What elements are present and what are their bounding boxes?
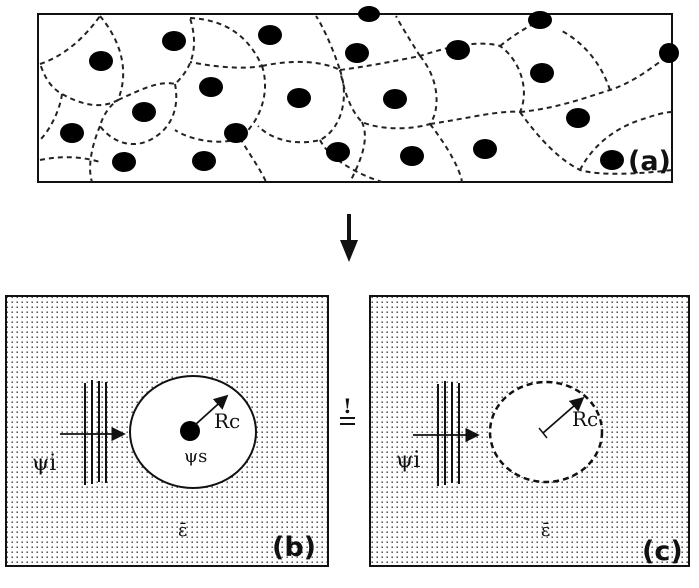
scattered-wave-label: ψs	[184, 446, 207, 467]
nucleus	[192, 151, 216, 171]
nucleus	[199, 77, 223, 97]
equivalence-mark: !	[343, 394, 352, 418]
nucleus	[383, 89, 407, 109]
scatterer-nucleus	[180, 421, 200, 441]
nucleus	[473, 139, 497, 159]
nucleus	[659, 43, 679, 63]
nucleus	[326, 142, 350, 162]
panel-c: ψi Rc ε̄ (c)	[369, 295, 690, 567]
radius-label: Rc	[214, 409, 240, 433]
down-arrow-icon	[340, 214, 358, 262]
effective-medium-label: ε̄	[178, 520, 187, 541]
radius-arrow	[194, 394, 229, 426]
effective-scatterer-boundary	[488, 380, 604, 484]
panel-b: ψi Rc ψs ε̄ (b)	[5, 295, 329, 567]
nucleus	[345, 43, 369, 63]
radius-arrow	[542, 396, 585, 434]
panel-b-label: (b)	[272, 532, 316, 563]
nucleus	[287, 88, 311, 108]
nucleus	[528, 11, 552, 29]
panel-a-frame	[37, 13, 673, 183]
equivalence-sign: !	[340, 394, 355, 425]
nucleus	[446, 40, 470, 60]
incident-wave-label: ψi	[396, 448, 420, 473]
panel-a: (a)	[37, 6, 679, 183]
incident-wave-label: ψi	[32, 451, 56, 476]
nucleus	[600, 150, 624, 170]
nucleus	[258, 25, 282, 45]
nucleus	[162, 31, 186, 51]
cell-boundaries	[39, 15, 673, 183]
nucleus	[400, 146, 424, 166]
incident-wavefronts	[84, 380, 107, 485]
nucleus	[530, 63, 554, 83]
nucleus	[89, 51, 113, 71]
radius-label: Rc	[572, 407, 598, 431]
nucleus	[60, 123, 84, 143]
nucleus	[566, 108, 590, 128]
nucleus	[224, 123, 248, 143]
nucleus	[112, 152, 136, 172]
panel-a-label: (a)	[628, 146, 671, 177]
effective-medium-label: ε̄	[541, 520, 550, 541]
cell-nuclei	[60, 6, 679, 172]
panel-c-label: (c)	[642, 536, 683, 567]
nucleus	[132, 102, 156, 122]
nucleus	[358, 6, 380, 22]
